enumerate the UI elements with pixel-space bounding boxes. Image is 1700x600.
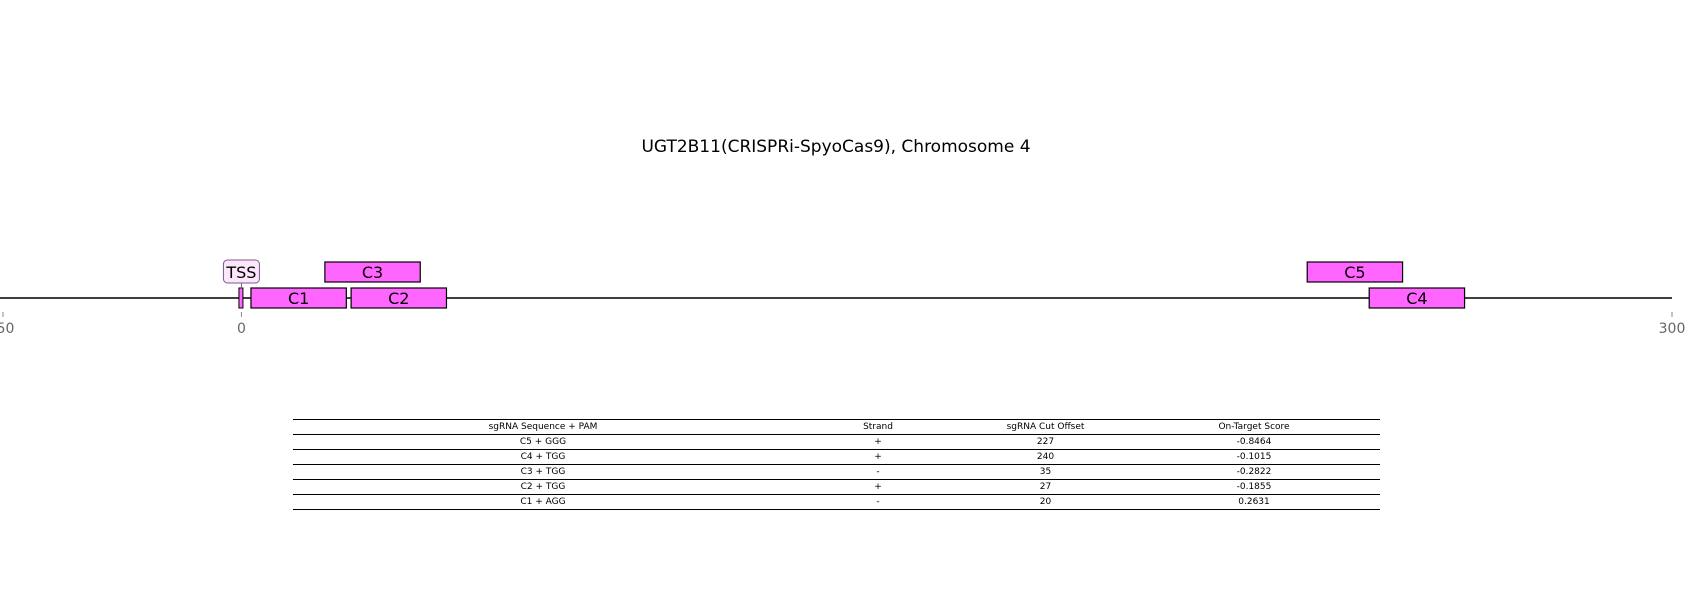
- header-strand: Strand: [793, 419, 963, 435]
- cell-score: -0.8464: [1128, 434, 1380, 450]
- guide-box: [1368, 287, 1466, 309]
- guide-label: C2: [388, 289, 409, 308]
- guide-box: [250, 287, 347, 309]
- cell-score: -0.1015: [1128, 449, 1380, 465]
- guide-label: C4: [1406, 289, 1427, 308]
- guide-box: [350, 287, 448, 309]
- sgrna-table: sgRNA Sequence + PAM Strand sgRNA Cut Of…: [293, 419, 1380, 510]
- header-sequence: sgRNA Sequence + PAM: [293, 419, 793, 435]
- cell-sequence: C5 + GGG: [293, 434, 793, 450]
- cell-strand: -: [793, 494, 963, 510]
- cell-score: -0.2822: [1128, 464, 1380, 480]
- cell-sequence: C3 + TGG: [293, 464, 793, 480]
- cell-strand: -: [793, 464, 963, 480]
- cell-score: 0.2631: [1128, 494, 1380, 510]
- guide-label: C5: [1344, 263, 1365, 282]
- table-header-row: sgRNA Sequence + PAM Strand sgRNA Cut Of…: [293, 419, 1380, 435]
- table-row: C5 + GGG+227-0.8464: [293, 434, 1380, 450]
- guide-box: [324, 261, 421, 283]
- header-score: On-Target Score: [1128, 419, 1380, 435]
- cell-cut-offset: 20: [963, 494, 1128, 510]
- cell-sequence: C2 + TGG: [293, 479, 793, 495]
- header-cut-offset: sgRNA Cut Offset: [963, 419, 1128, 435]
- table-row: C4 + TGG+240-0.1015: [293, 449, 1380, 465]
- axis-tick-label: 300: [1659, 321, 1686, 337]
- cell-cut-offset: 27: [963, 479, 1128, 495]
- table-row: C3 + TGG-35-0.2822: [293, 464, 1380, 480]
- guide-label: C1: [288, 289, 309, 308]
- cell-strand: +: [793, 434, 963, 450]
- cell-cut-offset: 227: [963, 434, 1128, 450]
- axis-tick-label: -50: [0, 321, 14, 337]
- cell-score: -0.1855: [1128, 479, 1380, 495]
- tss-label: TSS: [225, 263, 256, 282]
- cell-sequence: C1 + AGG: [293, 494, 793, 510]
- cell-cut-offset: 35: [963, 464, 1128, 480]
- cell-cut-offset: 240: [963, 449, 1128, 465]
- table-row: C2 + TGG+27-0.1855: [293, 479, 1380, 495]
- cell-strand: +: [793, 449, 963, 465]
- guide-box: [1306, 261, 1404, 283]
- chart-title: UGT2B11(CRISPRi-SpyoCas9), Chromosome 4: [641, 137, 1031, 157]
- guide-label: C3: [362, 263, 383, 282]
- tss-marker: [238, 287, 244, 309]
- tss-label-box: [222, 259, 260, 284]
- cell-sequence: C4 + TGG: [293, 449, 793, 465]
- cell-strand: +: [793, 479, 963, 495]
- axis-tick-label: 0: [237, 321, 246, 337]
